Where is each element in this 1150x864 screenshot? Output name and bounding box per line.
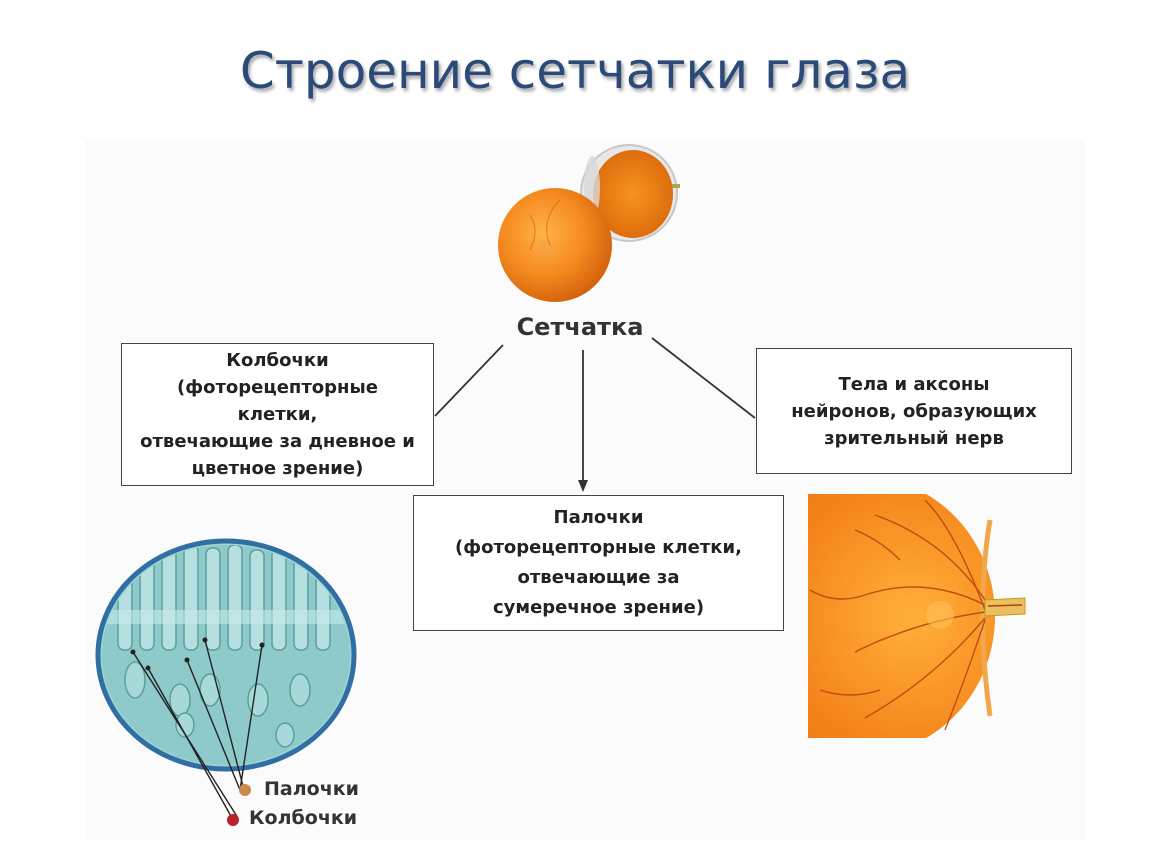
cone-marker-icon [227, 814, 239, 826]
legend-cones-label: Колбочки [249, 807, 358, 829]
eye-cross-section-illustration [808, 494, 1026, 738]
cones-box-line: Колбочки [226, 350, 329, 371]
rods-box-line: сумеречное зрение) [492, 597, 705, 618]
cones-box-line: клетки, [237, 404, 318, 425]
retina-cells-illustration [95, 538, 357, 826]
rods-box-line: (фоторецепторные клетки, [455, 537, 742, 558]
legend-rods-label: Палочки [264, 778, 359, 800]
rod-marker-icon [239, 784, 251, 796]
rods-box-line: Палочки [553, 507, 644, 528]
neurons-box: Тела и аксоны нейронов, образующих зрите… [756, 348, 1072, 474]
cones-box: Колбочки (фоторецепторные клетки, отвеча… [121, 343, 434, 486]
connector-to-neurons [651, 337, 756, 419]
neurons-box-line: нейронов, образующих [791, 400, 1037, 422]
cones-box-line: (фоторецепторные [177, 377, 378, 398]
neurons-box-line: зрительный нерв [824, 427, 1004, 449]
neurons-box-line: Тела и аксоны [838, 373, 990, 395]
retina-label: Сетчатка [516, 313, 644, 341]
connector-to-cones [434, 344, 504, 417]
cones-box-line: отвечающие за дневное и [140, 431, 415, 452]
connector-lines [434, 337, 756, 492]
eyeball-illustration [498, 144, 680, 302]
rods-box-line: отвечающие за [517, 567, 680, 588]
rods-box: Палочки (фоторецепторные клетки, отвечаю… [413, 495, 784, 631]
page-title: Строение сетчатки глаза [239, 42, 911, 100]
arrow-head-icon [578, 480, 588, 492]
cones-box-line: цветное зрение) [191, 458, 364, 479]
